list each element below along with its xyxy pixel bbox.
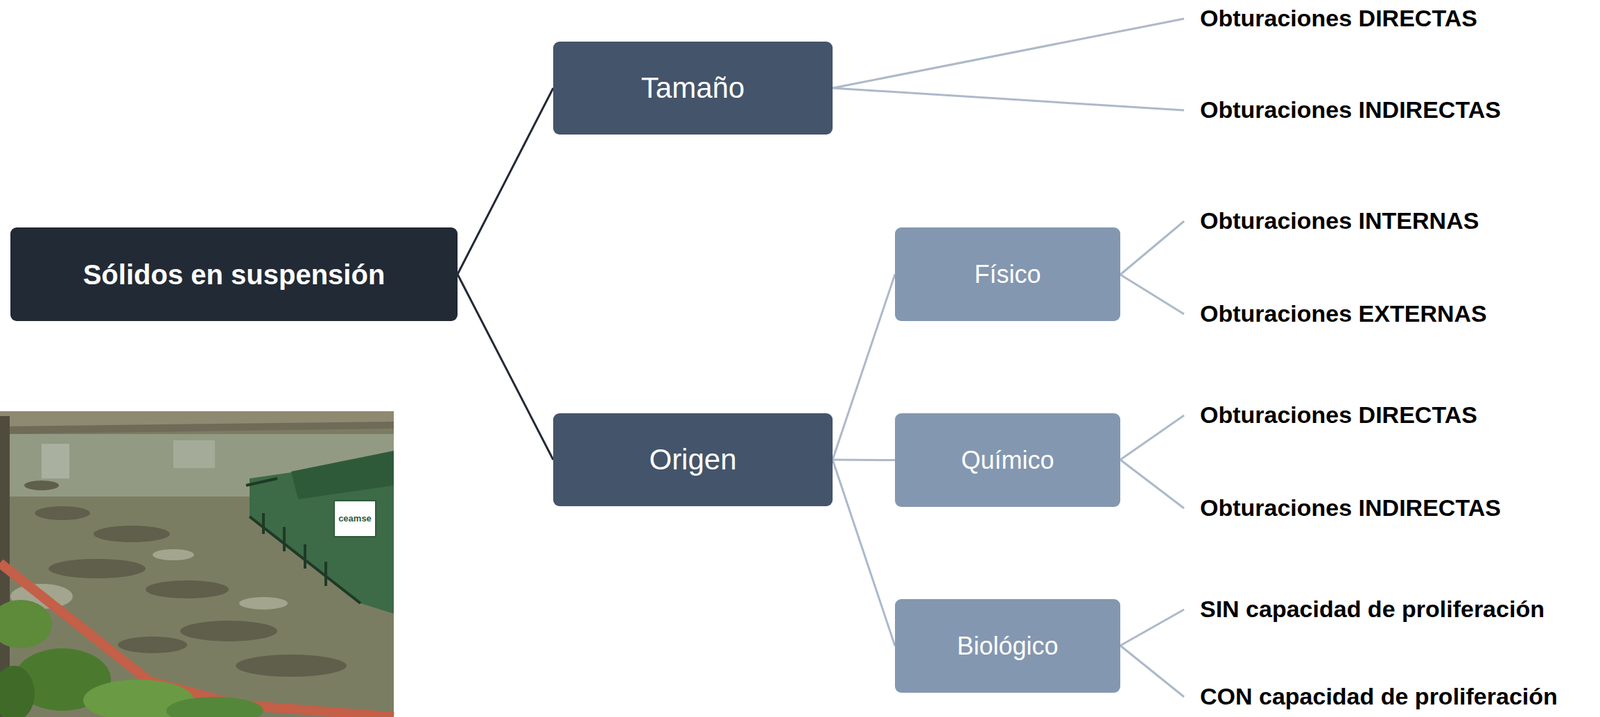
plants: [0, 599, 264, 717]
tree-connector: [457, 88, 554, 275]
bank-edge: [0, 421, 394, 434]
sign-text: ceamse: [338, 513, 372, 525]
debris: [117, 636, 188, 654]
debris: [34, 506, 91, 520]
water-reflection: [173, 440, 215, 468]
node-label: Químico: [960, 445, 1054, 475]
tree-connector: [832, 459, 895, 647]
leaf-label: SIN capacidad de proliferación: [1200, 595, 1545, 623]
leader-line: [1120, 274, 1185, 315]
tree-connector: [832, 458, 895, 462]
debris: [145, 580, 229, 599]
leader-line: [1120, 645, 1185, 697]
debris: [235, 654, 347, 677]
leaf-label: Obturaciones INTERNAS: [1200, 207, 1479, 235]
containment-boom: [0, 562, 394, 717]
leaf: [0, 665, 35, 717]
node-label: Sólidos en suspensión: [83, 258, 386, 291]
rail: [246, 478, 278, 486]
leader-line: [832, 88, 1185, 111]
boat-cabin: [291, 450, 394, 500]
leader-line: [1120, 609, 1185, 646]
water-reflection: [41, 443, 70, 479]
node-label: Físico: [974, 259, 1041, 289]
leader-line: [832, 18, 1185, 89]
category-box: Origen: [553, 413, 833, 507]
debris: [180, 620, 278, 642]
debris: [24, 480, 59, 491]
boat-sign: [334, 500, 376, 537]
node-label: Biológico: [956, 631, 1058, 660]
rail: [282, 526, 286, 552]
leaf-label: CON capacidad de proliferación: [1200, 682, 1558, 710]
leader-line: [1120, 459, 1185, 509]
root-box: Sólidos en suspensión: [10, 227, 458, 321]
leaf-label: Obturaciones DIRECTAS: [1200, 401, 1478, 429]
debris: [239, 596, 288, 610]
leaf-label: Obturaciones DIRECTAS: [1200, 4, 1478, 32]
leader-line: [1120, 415, 1185, 460]
category-box: Tamaño: [553, 41, 833, 135]
rail: [262, 512, 265, 534]
leaf: [0, 599, 52, 649]
subcategory-box: Biológico: [894, 598, 1121, 693]
rail: [303, 544, 307, 569]
tree-connector: [457, 274, 554, 461]
boat-rails: [246, 478, 361, 604]
leaf-label: Obturaciones INDIRECTAS: [1200, 494, 1501, 522]
node-label: Tamaño: [641, 71, 745, 105]
debris: [152, 549, 195, 561]
leaf: [166, 696, 264, 717]
leaf-label: Obturaciones EXTERNAS: [1200, 300, 1488, 328]
pond-water: [0, 411, 394, 717]
leaf-label: Obturaciones INDIRECTAS: [1200, 96, 1501, 124]
debris: [48, 558, 146, 579]
leader-line: [1120, 221, 1185, 275]
rail: [324, 561, 328, 586]
node-label: Origen: [648, 442, 737, 477]
subcategory-box: Químico: [894, 413, 1121, 507]
subcategory-box: Físico: [894, 227, 1121, 321]
boat: [246, 450, 394, 614]
tree-connector: [832, 274, 895, 461]
debris: [93, 525, 170, 543]
leader-group: [832, 18, 1185, 697]
